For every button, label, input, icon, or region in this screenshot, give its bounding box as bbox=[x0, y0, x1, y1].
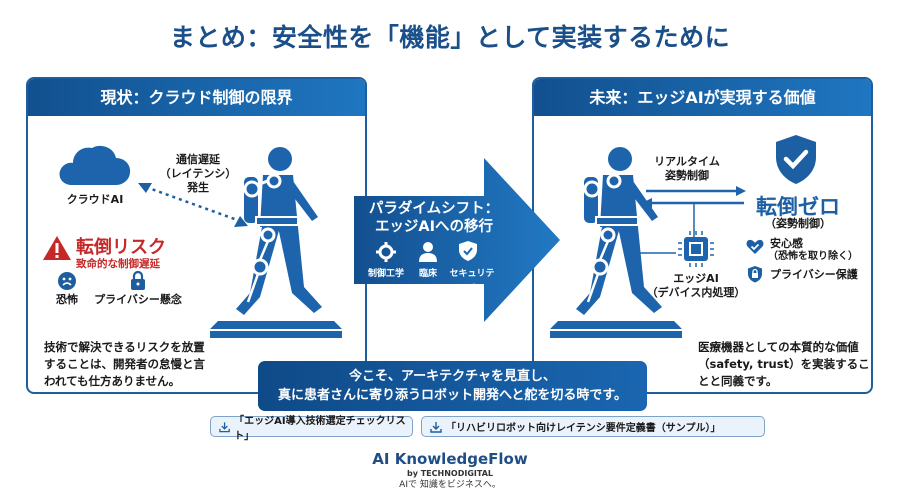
download-latency-spec-label: 「リハビリロボット向けレイテンシ要件定義書（サンプル）」 bbox=[446, 423, 721, 434]
fall-risk-title: 転倒リスク bbox=[76, 237, 166, 258]
warning-icon bbox=[43, 236, 71, 260]
body-line: とと同義です。 bbox=[698, 374, 778, 388]
label-line: エッジAI bbox=[673, 272, 719, 285]
security-label: セキュリティ bbox=[449, 269, 495, 292]
peace-of-mind-sub: （恐怖を取り除く） bbox=[768, 251, 858, 262]
zero-falls-subtitle: （姿勢制御） bbox=[765, 217, 831, 230]
label-line: リアルタイム bbox=[654, 155, 720, 168]
label-line: （デバイス内処理） bbox=[646, 286, 746, 299]
control-loop-arrows-icon bbox=[634, 186, 746, 254]
body-line: （safety, trust）を実装するこ bbox=[698, 357, 870, 371]
cloud-icon bbox=[59, 145, 131, 185]
edge-ai-label: エッジAI （デバイス内処理） bbox=[644, 272, 748, 300]
shield-check-icon bbox=[459, 241, 477, 261]
future-state-panel: 未来：エッジAIが実現する価値 リアルタイム 姿勢制御 bbox=[532, 77, 873, 394]
body-line: 医療機器としての本質的な価値 bbox=[698, 340, 859, 354]
exoskeleton-walker-icon bbox=[550, 147, 682, 338]
peace-of-mind-label: 安心感 bbox=[770, 237, 803, 250]
latency-label-line: 発生 bbox=[187, 181, 209, 194]
big-arrow-shape-icon bbox=[354, 158, 560, 322]
download-checklist-label: 「エッジAI導入技術選定チェックリスト」 bbox=[234, 415, 406, 442]
download-checklist-button[interactable]: 「エッジAI導入技術選定チェックリスト」 bbox=[210, 416, 413, 442]
privacy-protection-label: プライバシー保護 bbox=[770, 268, 858, 281]
future-state-header: 未来：エッジAIが実現する価値 bbox=[534, 79, 871, 116]
brand-tagline: AIで 知識をビジネスへ。 bbox=[399, 480, 501, 490]
fall-risk-subtitle: 致命的な制御遅延 bbox=[76, 258, 160, 270]
control-engineering-label: 制御工学 bbox=[367, 269, 404, 279]
brand-footer: AI KnowledgeFlow by TECHNODIGITAL AIで 知識… bbox=[330, 450, 570, 491]
dotted-latency-arrow-icon bbox=[138, 183, 248, 227]
call-to-action-banner: 今こそ、アーキテクチャを見直し、 真に患者さんに寄り添うロボット開発へと舵を切る… bbox=[258, 361, 647, 411]
download-icon bbox=[219, 421, 230, 432]
left-body-text: 技術で解決できるリスクを放置 することは、開発者の怠慢と言 われても仕方ありませ… bbox=[44, 339, 224, 390]
lock-icon bbox=[131, 270, 145, 290]
privacy-concern-label: プライバシー懸念 bbox=[94, 293, 182, 306]
download-latency-spec-button[interactable]: 「リハビリロボット向けレイテンシ要件定義書（サンプル）」 bbox=[421, 416, 765, 437]
latency-label: 通信遅延 （レイテンシ） 発生 bbox=[158, 153, 238, 195]
brand-name: AI KnowledgeFlow bbox=[372, 450, 528, 468]
cloud-ai-label: クラウドAI bbox=[66, 193, 124, 206]
shield-lock-icon bbox=[748, 266, 762, 283]
shield-check-icon bbox=[776, 135, 816, 184]
doctor-icon bbox=[419, 242, 437, 262]
right-body-text: 医療機器としての本質的な価値 （safety, trust）を実装するこ とと同… bbox=[698, 339, 870, 390]
zero-falls-title: 転倒ゼロ bbox=[756, 195, 840, 219]
gear-icon bbox=[376, 242, 396, 262]
sad-face-icon bbox=[58, 272, 76, 290]
download-icon bbox=[430, 421, 442, 433]
paradigm-shift-arrow: パラダイムシフト： エッジAIへの移行 制御工学 臨床 セキュリティ bbox=[354, 158, 560, 322]
edge-chip-icon bbox=[678, 231, 714, 267]
body-line: われても仕方ありません。 bbox=[44, 374, 181, 388]
clinical-label: 臨床 bbox=[418, 269, 437, 279]
heart-check-icon bbox=[746, 239, 764, 254]
current-state-header: 現状：クラウド制御の限界 bbox=[28, 79, 365, 116]
page-title: まとめ：安全性を「機能」として実装するために bbox=[169, 23, 731, 52]
realtime-control-label: リアルタイム 姿勢制御 bbox=[642, 155, 732, 183]
fear-label: 恐怖 bbox=[56, 293, 78, 306]
title-line: エッジAIへの移行 bbox=[374, 219, 494, 235]
title-line: パラダイムシフト： bbox=[368, 201, 500, 217]
banner-line: 今こそ、アーキテクチャを見直し、 bbox=[348, 369, 557, 384]
latency-label-line: （レイテンシ） bbox=[159, 167, 237, 180]
current-state-panel: 現状：クラウド制御の限界 クラウドAI 通信遅延 （レイテンシ） 発生 bbox=[26, 77, 367, 394]
exoskeleton-walker-icon bbox=[210, 147, 342, 338]
brand-by: by TECHNODIGITAL bbox=[407, 469, 493, 478]
banner-line: 真に患者さんに寄り添うロボット開発へと舵を切る時です。 bbox=[277, 388, 628, 403]
latency-label-line: 通信遅延 bbox=[176, 153, 220, 166]
paradigm-shift-title: パラダイムシフト： エッジAIへの移行 bbox=[354, 200, 514, 236]
body-line: 技術で解決できるリスクを放置 bbox=[44, 340, 205, 354]
label-line: 姿勢制御 bbox=[665, 169, 709, 182]
body-line: することは、開発者の怠慢と言 bbox=[44, 357, 205, 371]
